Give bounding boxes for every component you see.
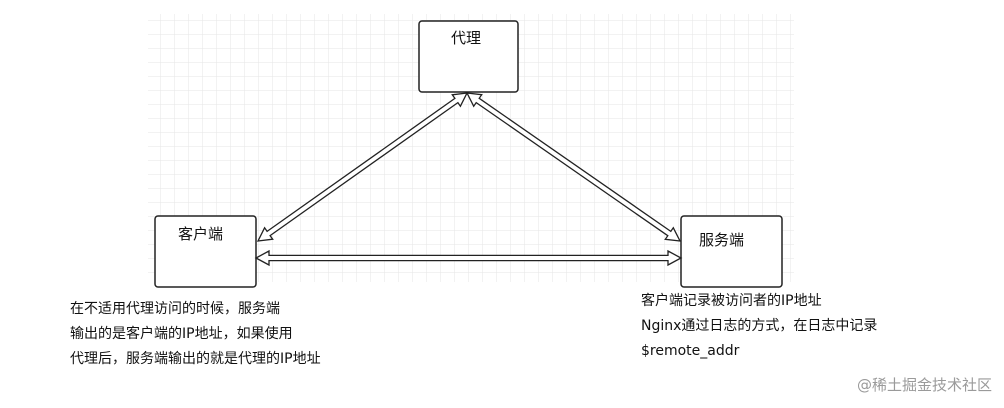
client-node-label: 客户端 bbox=[178, 225, 224, 243]
right-note-line: $remote_addr bbox=[641, 343, 740, 359]
proxy-node bbox=[418, 20, 519, 93]
arrow-proxy-server bbox=[465, 92, 682, 242]
client-node bbox=[154, 215, 257, 288]
left-note-line: 输出的是客户端的IP地址，如果使用 bbox=[70, 326, 293, 342]
watermark: @稀土掘金技术社区 bbox=[856, 376, 992, 394]
right-note: 客户端记录被访问者的IP地址 Nginx通过日志的方式，在日志中记录 $remo… bbox=[641, 289, 877, 364]
left-note: 在不适用代理访问的时候，服务端 输出的是客户端的IP地址，如果使用 代理后，服务… bbox=[70, 297, 321, 372]
right-note-line: 客户端记录被访问者的IP地址 bbox=[641, 293, 822, 309]
server-node-label: 服务端 bbox=[699, 231, 745, 249]
left-note-line: 代理后，服务端输出的就是代理的IP地址 bbox=[70, 351, 321, 367]
left-note-line: 在不适用代理访问的时候，服务端 bbox=[70, 301, 280, 317]
right-note-line: Nginx通过日志的方式，在日志中记录 bbox=[641, 318, 878, 334]
proxy-node-label: 代理 bbox=[451, 29, 482, 47]
server-node bbox=[680, 215, 783, 288]
arrow-client-server bbox=[254, 249, 683, 267]
